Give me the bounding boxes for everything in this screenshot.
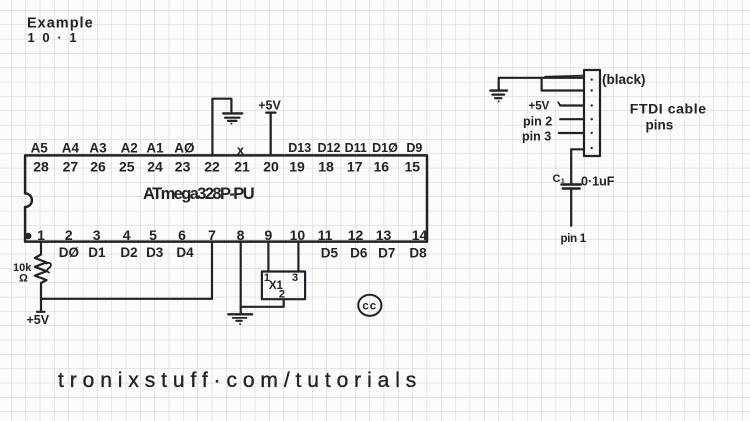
svg-text:x: x [237, 143, 245, 158]
svg-text:A2: A2 [121, 141, 138, 156]
svg-text:10: 10 [290, 227, 306, 243]
svg-text:24: 24 [147, 159, 163, 175]
svg-text:23: 23 [175, 159, 191, 175]
svg-text:1: 1 [264, 272, 270, 284]
svg-text:A5: A5 [31, 141, 49, 156]
svg-text:D6: D6 [350, 246, 368, 261]
svg-text:10k: 10k [13, 262, 32, 274]
svg-text:D12: D12 [318, 141, 341, 155]
svg-text:D11: D11 [345, 141, 367, 155]
svg-text:(black): (black) [602, 72, 646, 87]
svg-text:13: 13 [376, 227, 392, 243]
svg-text:3: 3 [292, 272, 298, 284]
svg-text:21: 21 [234, 159, 250, 175]
svg-text:C₁: C₁ [553, 173, 566, 185]
svg-text:+5V: +5V [258, 99, 281, 113]
svg-text:+5V: +5V [529, 101, 550, 113]
svg-text:26: 26 [90, 159, 106, 175]
svg-text:A4: A4 [62, 141, 80, 156]
svg-text:0·1uF: 0·1uF [581, 175, 615, 189]
svg-text:5: 5 [149, 227, 157, 243]
svg-text:DØ: DØ [59, 245, 79, 260]
svg-text:18: 18 [318, 159, 334, 175]
svg-text:D2: D2 [120, 245, 137, 260]
svg-text:1: 1 [37, 227, 45, 243]
svg-text:Ω: Ω [19, 273, 28, 285]
svg-text:D5: D5 [321, 246, 339, 261]
svg-text:D7: D7 [378, 246, 395, 261]
svg-text:A3: A3 [89, 141, 107, 156]
svg-text:D1: D1 [88, 245, 106, 260]
svg-text:A1: A1 [146, 141, 164, 156]
svg-text:D3: D3 [146, 245, 164, 260]
svg-text:D4: D4 [176, 245, 194, 260]
svg-text:15: 15 [405, 159, 421, 175]
svg-text:pin 1: pin 1 [561, 233, 587, 245]
svg-text:28: 28 [33, 159, 49, 175]
svg-text:pin 3: pin 3 [522, 130, 551, 144]
svg-text:12: 12 [348, 227, 364, 243]
svg-text:7: 7 [208, 227, 216, 243]
svg-text:D13: D13 [288, 141, 311, 155]
svg-text:9: 9 [265, 227, 273, 243]
svg-text:2: 2 [65, 227, 73, 243]
svg-text:10·1: 10·1 [28, 30, 85, 45]
svg-text:27: 27 [63, 159, 79, 175]
svg-text:pin 2: pin 2 [523, 115, 552, 129]
svg-text:22: 22 [204, 159, 220, 175]
svg-text:pins: pins [646, 118, 674, 133]
svg-text:16: 16 [374, 159, 390, 175]
svg-text:4: 4 [123, 227, 131, 243]
svg-text:D9: D9 [406, 141, 422, 155]
svg-text:D1Ø: D1Ø [372, 141, 398, 155]
svg-text:20: 20 [263, 159, 279, 175]
svg-text:cc: cc [362, 301, 377, 313]
svg-text:14: 14 [412, 227, 428, 243]
svg-text:2: 2 [279, 289, 285, 301]
svg-text:6: 6 [178, 227, 186, 243]
svg-text:Example: Example [27, 16, 94, 32]
svg-text:17: 17 [347, 159, 363, 175]
svg-text:25: 25 [119, 159, 135, 175]
svg-text:AØ: AØ [174, 141, 194, 156]
svg-text:tronixstuff·com/tutorials: tronixstuff·com/tutorials [58, 369, 422, 392]
svg-text:FTDI cable: FTDI cable [630, 101, 707, 117]
svg-text:11: 11 [318, 227, 333, 243]
svg-text:+5V: +5V [27, 313, 50, 327]
svg-text:D8: D8 [409, 246, 427, 261]
svg-text:8: 8 [237, 227, 245, 243]
svg-text:3: 3 [93, 227, 101, 243]
svg-text:19: 19 [289, 159, 305, 175]
svg-text:ATmega328P-PU: ATmega328P-PU [143, 185, 254, 203]
svg-text:X1: X1 [269, 280, 284, 292]
